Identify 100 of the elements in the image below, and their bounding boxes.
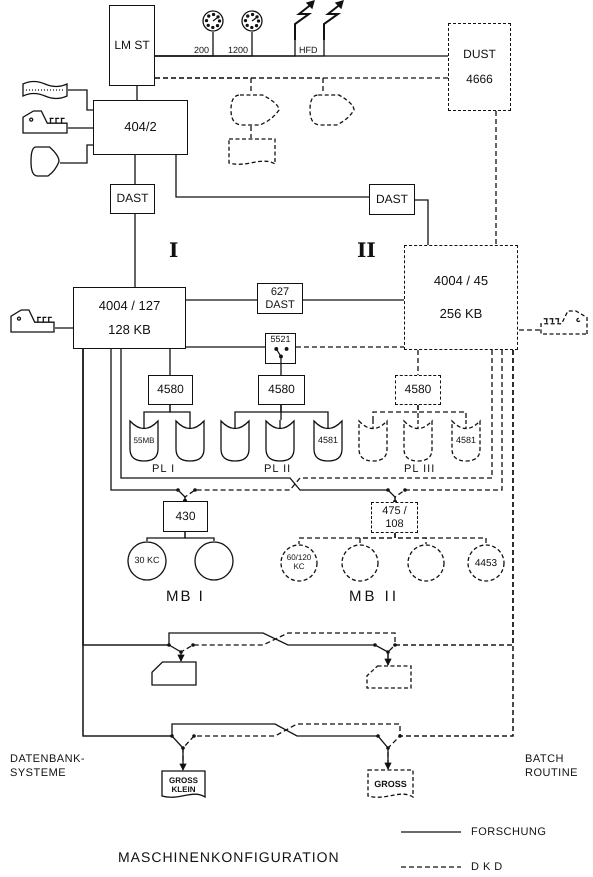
box-label: 55MB <box>134 436 154 446</box>
legend-label: DKD <box>471 861 506 873</box>
card-punch-symbol <box>366 665 412 689</box>
connector-line <box>280 405 329 420</box>
connector-line <box>518 329 540 331</box>
text-label: PL III <box>404 463 436 477</box>
box-label: 4580 <box>157 383 184 397</box>
connector-line <box>250 126 252 138</box>
box-label: 430 <box>175 510 196 524</box>
connector-line <box>186 299 257 301</box>
unit-box <box>258 375 305 405</box>
box-label: 256 KB <box>440 306 482 321</box>
disk-drive-symbol <box>313 420 343 462</box>
connector-line <box>134 214 136 287</box>
display-symbol <box>230 94 280 126</box>
tape-drive-symbol <box>341 544 379 582</box>
console-symbol <box>540 310 588 335</box>
box-label: 4004 / 45 <box>434 274 488 288</box>
disk-drive-symbol <box>220 420 250 462</box>
text-label: DATENBANK-SYSTEME <box>10 753 86 780</box>
box-label: LM ST <box>114 38 150 52</box>
unit-box <box>163 501 208 532</box>
box-label: DAST <box>376 192 408 206</box>
box-label: 4004 / 127 <box>98 298 160 313</box>
unit-box <box>448 23 511 111</box>
unit-box <box>73 287 186 349</box>
box-label: 60/120 KC <box>286 554 312 572</box>
box-label: 4581 <box>318 436 338 446</box>
box-label: 4666 <box>466 73 493 86</box>
box-label: 404/2 <box>124 120 157 135</box>
connector-line <box>68 127 93 129</box>
connector-line <box>169 349 171 375</box>
console-symbol <box>10 309 55 333</box>
unit-box <box>369 184 415 215</box>
unit-box <box>148 375 193 405</box>
connector-line <box>155 40 325 57</box>
display-symbol <box>309 94 355 126</box>
tape-drive-symbol <box>194 541 234 581</box>
unit-box <box>395 375 441 405</box>
switch-box <box>265 333 296 364</box>
text-label: PL I <box>152 463 176 477</box>
dial-icon <box>241 10 263 32</box>
text-label: PL II <box>264 463 292 477</box>
tape-drive-symbol <box>407 544 445 582</box>
box-label: 4580 <box>404 383 432 397</box>
disk-drive-symbol <box>403 420 433 462</box>
connector-line <box>55 327 73 329</box>
connector-line <box>296 346 404 348</box>
connector-line <box>60 144 93 164</box>
box-label: 5521 <box>270 335 291 345</box>
connector-line <box>184 532 215 541</box>
connector-line <box>417 350 419 375</box>
box-label: DAST <box>265 298 295 311</box>
unit-box <box>110 184 155 214</box>
disk-drive-symbol <box>451 420 481 462</box>
unit-box <box>109 5 155 86</box>
disk-drive-symbol <box>265 420 295 462</box>
tape-drive-symbol <box>467 544 505 582</box>
box-label: GROSS <box>374 780 407 790</box>
box-label: GROSS KLEIN <box>168 776 199 794</box>
card-punch-symbol <box>151 661 197 686</box>
section-numeral: I <box>169 238 178 263</box>
console-symbol <box>22 110 68 134</box>
display-symbol <box>30 146 60 177</box>
connector-line <box>155 77 324 94</box>
connector-line <box>280 364 282 375</box>
document-symbol <box>367 769 414 801</box>
document-symbol <box>161 770 206 801</box>
tape-drive-symbol <box>280 544 318 582</box>
connector-line <box>169 405 191 420</box>
connector-line <box>303 299 404 301</box>
box-label: DAST <box>116 192 148 206</box>
unit-box <box>93 100 188 155</box>
text-label: HFD <box>299 45 318 56</box>
tape-drive-symbol <box>127 541 167 581</box>
text-label: MB II <box>349 588 400 607</box>
connector-line <box>417 405 467 420</box>
unit-box <box>404 245 518 350</box>
box-label: 4580 <box>268 383 295 397</box>
legend-label: FORSCHUNG <box>471 826 546 838</box>
disk-drive-symbol <box>358 420 388 462</box>
box-label: 4453 <box>474 558 498 568</box>
connector-line <box>134 155 136 184</box>
arrow <box>384 350 514 770</box>
connector-line <box>136 86 138 100</box>
connector-line <box>394 533 487 544</box>
text-label: 200 <box>194 45 210 56</box>
connector-line <box>495 111 497 245</box>
text-label: 1200 <box>228 45 248 56</box>
disk-drive-symbol <box>129 420 159 462</box>
document-symbol <box>228 138 276 168</box>
connector-line <box>415 199 429 245</box>
box-label: DUST <box>463 48 496 61</box>
unit-box <box>371 502 418 533</box>
connector-line <box>68 89 93 111</box>
disk-drive-symbol <box>175 420 205 462</box>
box-label: 627 <box>270 286 290 298</box>
dial-icon <box>202 10 224 32</box>
caption: MASCHINENKONFIGURATION <box>118 849 340 865</box>
text-label: MB I <box>166 588 205 607</box>
